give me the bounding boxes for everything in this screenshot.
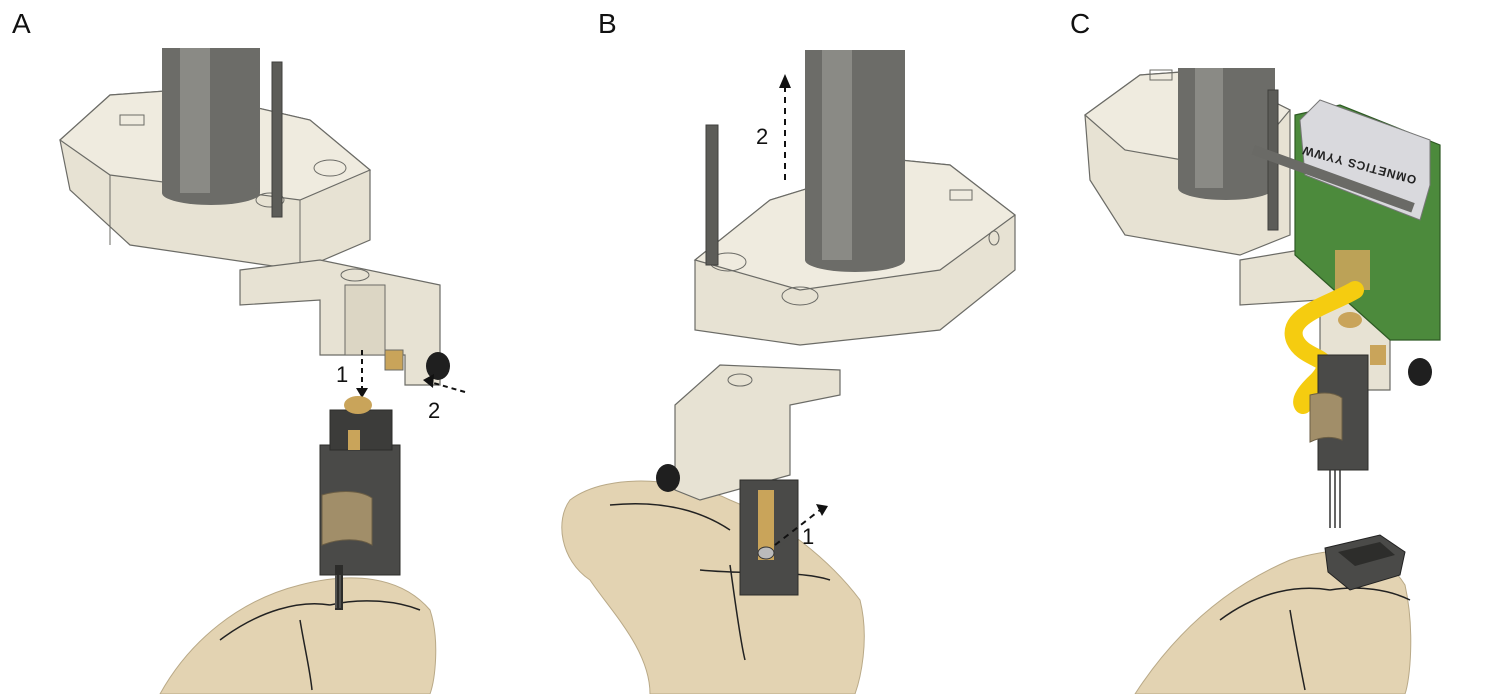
screw-a: [426, 352, 450, 380]
bar-c: [1251, 144, 1415, 213]
pin-b: [705, 124, 719, 266]
holder-arm-b: [674, 364, 841, 501]
panel-a: A: [0, 0, 500, 694]
pin-a: [271, 61, 283, 218]
screw-b: [656, 464, 680, 492]
skull-a: [159, 577, 437, 694]
skull-b: [561, 480, 865, 694]
step-2-label-b: 2: [756, 124, 769, 149]
rod-a: [162, 48, 260, 193]
rod-c: [1178, 68, 1275, 188]
step-1-label-a: 1: [336, 362, 349, 387]
panel-label-a: A: [12, 8, 31, 39]
omnetics-connector-c: [1299, 99, 1431, 221]
panel-a-illustration: [59, 48, 466, 694]
panel-b: B: [500, 0, 1016, 694]
skull-sutures-c: [1219, 587, 1411, 691]
panel-c: C: [1000, 0, 1500, 694]
rod-b: [805, 50, 905, 260]
panel-label-b: B: [598, 8, 617, 39]
panel-label-c: C: [1070, 8, 1091, 39]
step-2-label-a: 2: [428, 398, 441, 423]
panel-c-illustration: [1084, 68, 1441, 694]
panel-b-illustration: [561, 50, 1016, 694]
step-1-label-b: 1: [802, 524, 815, 549]
flex-cable-c: [1284, 281, 1364, 414]
screw-c: [1408, 358, 1432, 386]
